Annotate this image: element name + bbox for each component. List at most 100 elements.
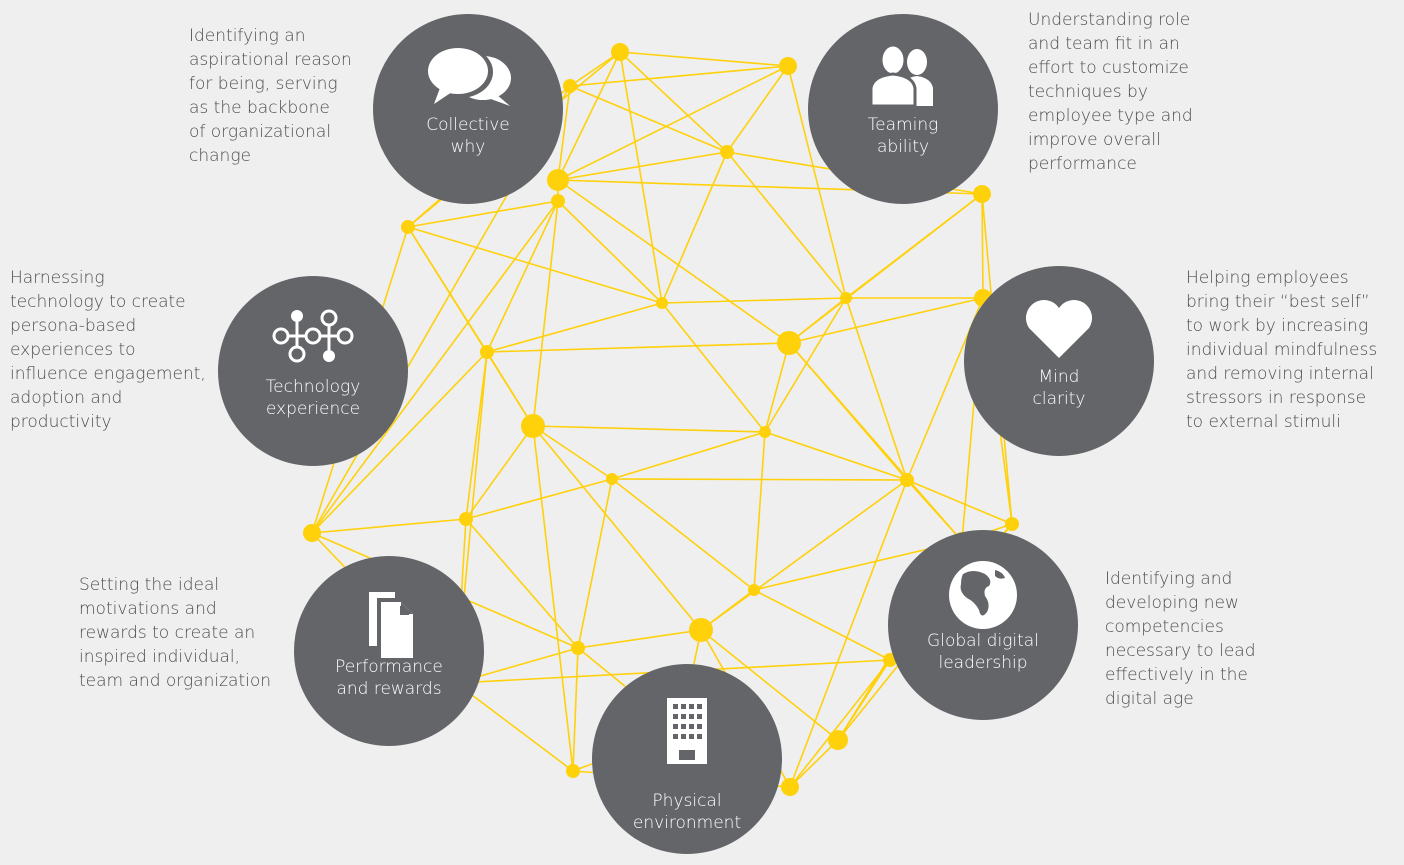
people-icon bbox=[808, 44, 998, 108]
network-link bbox=[845, 297, 908, 481]
network-link bbox=[532, 200, 559, 427]
network-link bbox=[407, 200, 559, 228]
network-link bbox=[486, 342, 790, 353]
network-node bbox=[566, 764, 580, 778]
network-link bbox=[981, 193, 984, 299]
network-node bbox=[779, 57, 797, 75]
technology-experience-label: Technology experience bbox=[265, 377, 361, 419]
network-node bbox=[900, 473, 914, 487]
network-link bbox=[311, 518, 467, 534]
network-link bbox=[465, 425, 534, 520]
hub-mind-clarity: Mind clarity bbox=[964, 266, 1154, 456]
heart-icon bbox=[964, 296, 1154, 358]
network-node bbox=[656, 297, 668, 309]
network-link bbox=[569, 51, 621, 87]
network-link bbox=[486, 351, 534, 427]
globe-icon bbox=[888, 560, 1078, 629]
network-link bbox=[557, 200, 663, 304]
network-node bbox=[480, 345, 494, 359]
hub-global-digital-leadership: Global digital leadership bbox=[888, 530, 1078, 720]
network-link bbox=[486, 302, 663, 353]
network-link bbox=[787, 65, 847, 299]
network-node bbox=[777, 331, 801, 355]
network-link bbox=[532, 425, 613, 480]
network-link bbox=[569, 65, 789, 87]
network-link bbox=[532, 425, 574, 772]
teaming-ability-description: Understanding role and team fit in an ef… bbox=[1028, 10, 1193, 174]
hub-performance-rewards: Performance and rewards bbox=[294, 556, 484, 746]
network-link bbox=[465, 518, 579, 649]
network-node bbox=[459, 512, 473, 526]
network-link bbox=[465, 478, 613, 520]
network-link bbox=[764, 342, 790, 433]
network-link bbox=[577, 629, 702, 649]
network-link bbox=[611, 478, 755, 591]
network-link bbox=[311, 200, 559, 534]
physical-environment-label: Physical environment bbox=[632, 791, 742, 833]
hub-collective-why: Collective why bbox=[373, 14, 563, 204]
speech-bubbles-icon bbox=[373, 44, 563, 106]
network-link bbox=[557, 65, 789, 181]
network-link bbox=[789, 659, 891, 788]
network-link bbox=[557, 85, 571, 181]
network-node bbox=[606, 473, 618, 485]
network-link bbox=[789, 479, 908, 788]
network-node bbox=[689, 618, 713, 642]
network-node bbox=[781, 778, 799, 796]
building-icon bbox=[592, 694, 782, 764]
global-digital-leadership-description: Identifying and developing new competenc… bbox=[1105, 569, 1256, 709]
hub-teaming-ability: Teaming ability bbox=[808, 14, 998, 204]
network-node bbox=[973, 185, 991, 203]
network-link bbox=[611, 431, 766, 480]
teaming-ability-label: Teaming ability bbox=[867, 115, 939, 157]
network-link bbox=[572, 647, 579, 772]
network-link bbox=[906, 479, 1013, 525]
network-link bbox=[661, 302, 766, 433]
network-link bbox=[726, 65, 789, 153]
network-node bbox=[828, 730, 848, 750]
network-link bbox=[661, 151, 728, 304]
network-link bbox=[788, 297, 984, 344]
hub-physical-environment: Physical environment bbox=[592, 664, 782, 854]
network-node bbox=[401, 220, 415, 234]
network-link bbox=[532, 425, 702, 631]
performance-rewards-label: Performance and rewards bbox=[335, 657, 443, 699]
network-node bbox=[547, 169, 569, 191]
network-link bbox=[557, 179, 790, 344]
network-link bbox=[407, 226, 663, 304]
network-link bbox=[661, 297, 847, 304]
network-node bbox=[840, 292, 852, 304]
network-node bbox=[611, 43, 629, 61]
network-link bbox=[726, 151, 847, 299]
network-link bbox=[619, 51, 728, 153]
documents-icon bbox=[294, 586, 484, 658]
network-link bbox=[619, 51, 789, 67]
network-link bbox=[764, 297, 847, 433]
collective-why-description: Identifying an aspirational reason for b… bbox=[189, 26, 352, 166]
network-node bbox=[303, 524, 321, 542]
network-link bbox=[486, 200, 559, 353]
technology-experience-description: Harnessing technology to create persona-… bbox=[10, 268, 206, 432]
network-link bbox=[577, 478, 613, 649]
network-link bbox=[789, 739, 839, 788]
network-link bbox=[532, 425, 766, 433]
network-node bbox=[720, 145, 734, 159]
network-link bbox=[837, 659, 891, 741]
performance-rewards-description: Setting the ideal motivations and reward… bbox=[79, 575, 272, 691]
network-node bbox=[521, 414, 545, 438]
network-link bbox=[569, 85, 728, 153]
network-link bbox=[753, 431, 766, 591]
network-link bbox=[611, 478, 908, 481]
network-link bbox=[557, 151, 728, 181]
network-node bbox=[748, 584, 760, 596]
global-digital-leadership-label: Global digital leadership bbox=[927, 631, 1039, 673]
network-link bbox=[906, 479, 963, 542]
network-node bbox=[759, 426, 771, 438]
mind-clarity-description: Helping employees bring their “best self… bbox=[1186, 268, 1378, 432]
collective-why-label: Collective why bbox=[426, 115, 510, 157]
network-node bbox=[571, 641, 585, 655]
network-link bbox=[619, 51, 663, 304]
network-link bbox=[557, 51, 621, 181]
network-link bbox=[465, 351, 488, 520]
